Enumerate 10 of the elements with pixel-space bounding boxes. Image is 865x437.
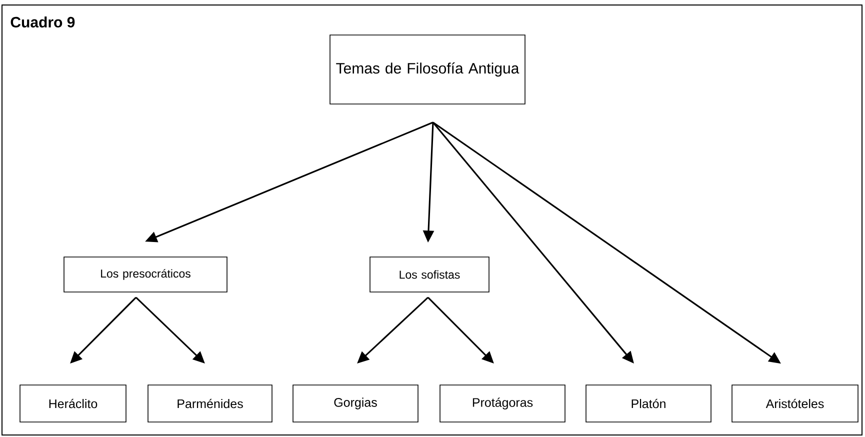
box: Platón [586,384,712,422]
box: Gorgias [292,384,418,422]
title: Cuadro 9 [10,16,75,28]
box: Los presocráticos [64,256,228,292]
box: Heráclito [20,384,126,422]
box: Parménides [148,384,272,422]
box: Temas de Filosofía Antigua [330,34,526,104]
box: Los sofistas [370,256,490,292]
box: Aristóteles [732,384,858,422]
box: Protágoras [440,384,566,422]
